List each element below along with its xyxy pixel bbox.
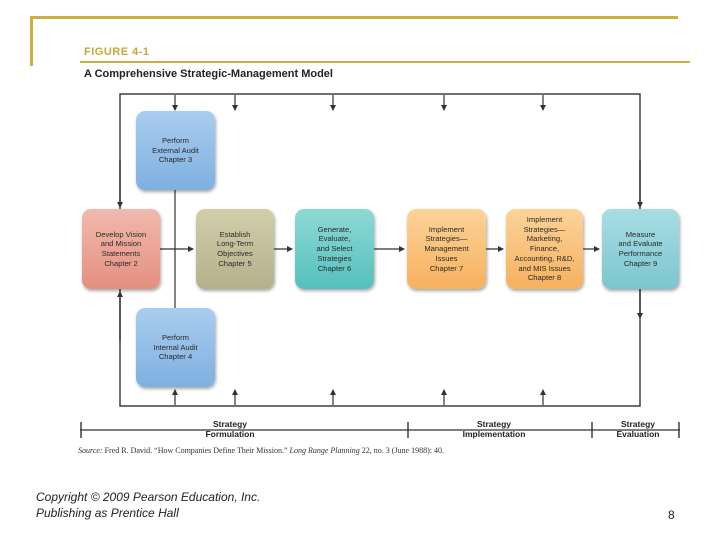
source-citation: Source: Fred R. David. “How Companies De… [78,446,444,455]
figure-title: A Comprehensive Strategic-Management Mod… [84,68,333,80]
accent-rule-top [30,16,678,19]
box-implement-management: Implement Strategies— Management Issues … [407,209,486,289]
accent-rule-title [80,61,690,63]
box-vision-mission: Develop Vision and Mission Statements Ch… [82,209,160,289]
box-external-audit: Perform External Audit Chapter 3 [136,111,215,190]
source-journal: Long Range Planning [289,446,360,455]
box-evaluate: Measure and Evaluate Performance Chapter… [602,209,679,289]
box-objectives: Establish Long-Term Objectives Chapter 5 [196,209,274,289]
source-text: Fred R. David. “How Companies Define The… [104,446,288,455]
accent-rule-left [30,16,33,66]
phase-implementation: Strategy Implementation [462,419,526,440]
page-number: 8 [668,508,675,522]
source-label: Source: [78,446,103,455]
figure-number: FIGURE 4-1 [84,46,150,58]
source-details: 22, no. 3 (June 1988): 40. [361,446,444,455]
phase-formulation: Strategy Formulation [205,419,255,440]
box-implement-marketing: Implement Strategies— Marketing, Finance… [506,209,583,289]
copyright-notice: Copyright © 2009 Pearson Education, Inc.… [36,490,261,521]
box-internal-audit: Perform Internal Audit Chapter 4 [136,308,215,387]
phase-evaluation: Strategy Evaluation [616,419,660,440]
box-strategies: Generate, Evaluate, and Select Strategie… [295,209,374,289]
